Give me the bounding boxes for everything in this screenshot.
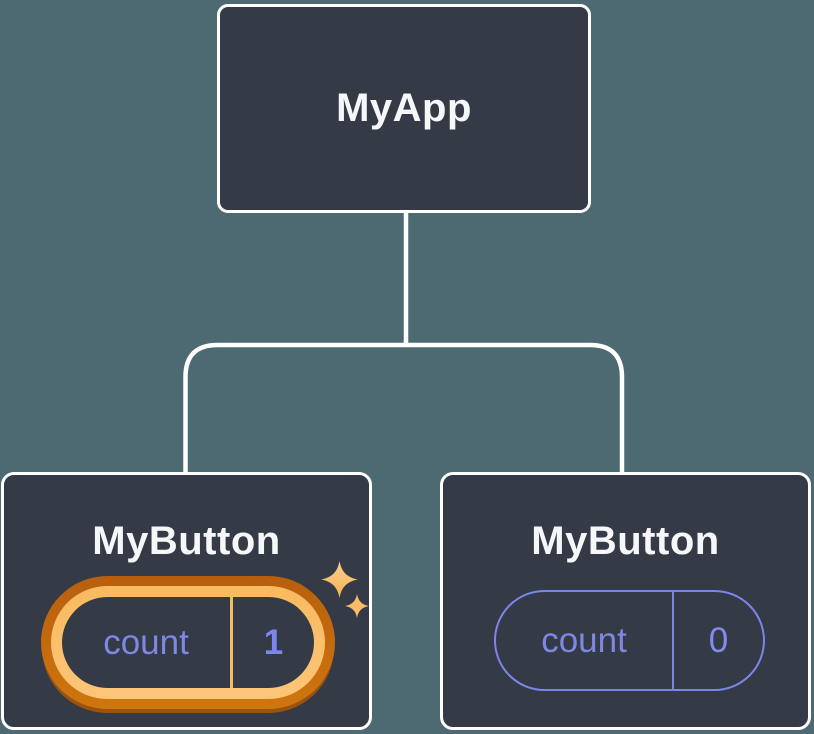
state-key-cell: count <box>496 592 672 689</box>
state-value-cell: 0 <box>674 592 763 689</box>
tree-node-mybutton-left: MyButton count 1 <box>1 472 372 730</box>
state-pill-highlighted: count 1 <box>41 576 335 709</box>
state-pill-normal: count 0 <box>494 590 765 691</box>
node-label: MyButton <box>531 519 720 563</box>
state-divider <box>230 597 233 688</box>
node-label: MyButton <box>92 519 281 563</box>
state-divider <box>672 592 674 689</box>
state-value: 0 <box>708 620 729 660</box>
node-label: MyApp <box>336 86 472 130</box>
tree-node-mybutton-right: MyButton count 0 <box>440 472 811 730</box>
sparkle-icon <box>345 594 369 618</box>
state-key-label: count <box>103 622 189 662</box>
sparkle-icon <box>321 561 358 598</box>
state-value-cell: 1 <box>233 597 314 688</box>
state-key-label: count <box>541 620 627 660</box>
state-value: 1 <box>263 622 284 662</box>
state-key-cell: count <box>62 597 230 688</box>
tree-node-myapp: MyApp <box>217 4 591 213</box>
state-pill-body: count 1 <box>62 597 314 688</box>
